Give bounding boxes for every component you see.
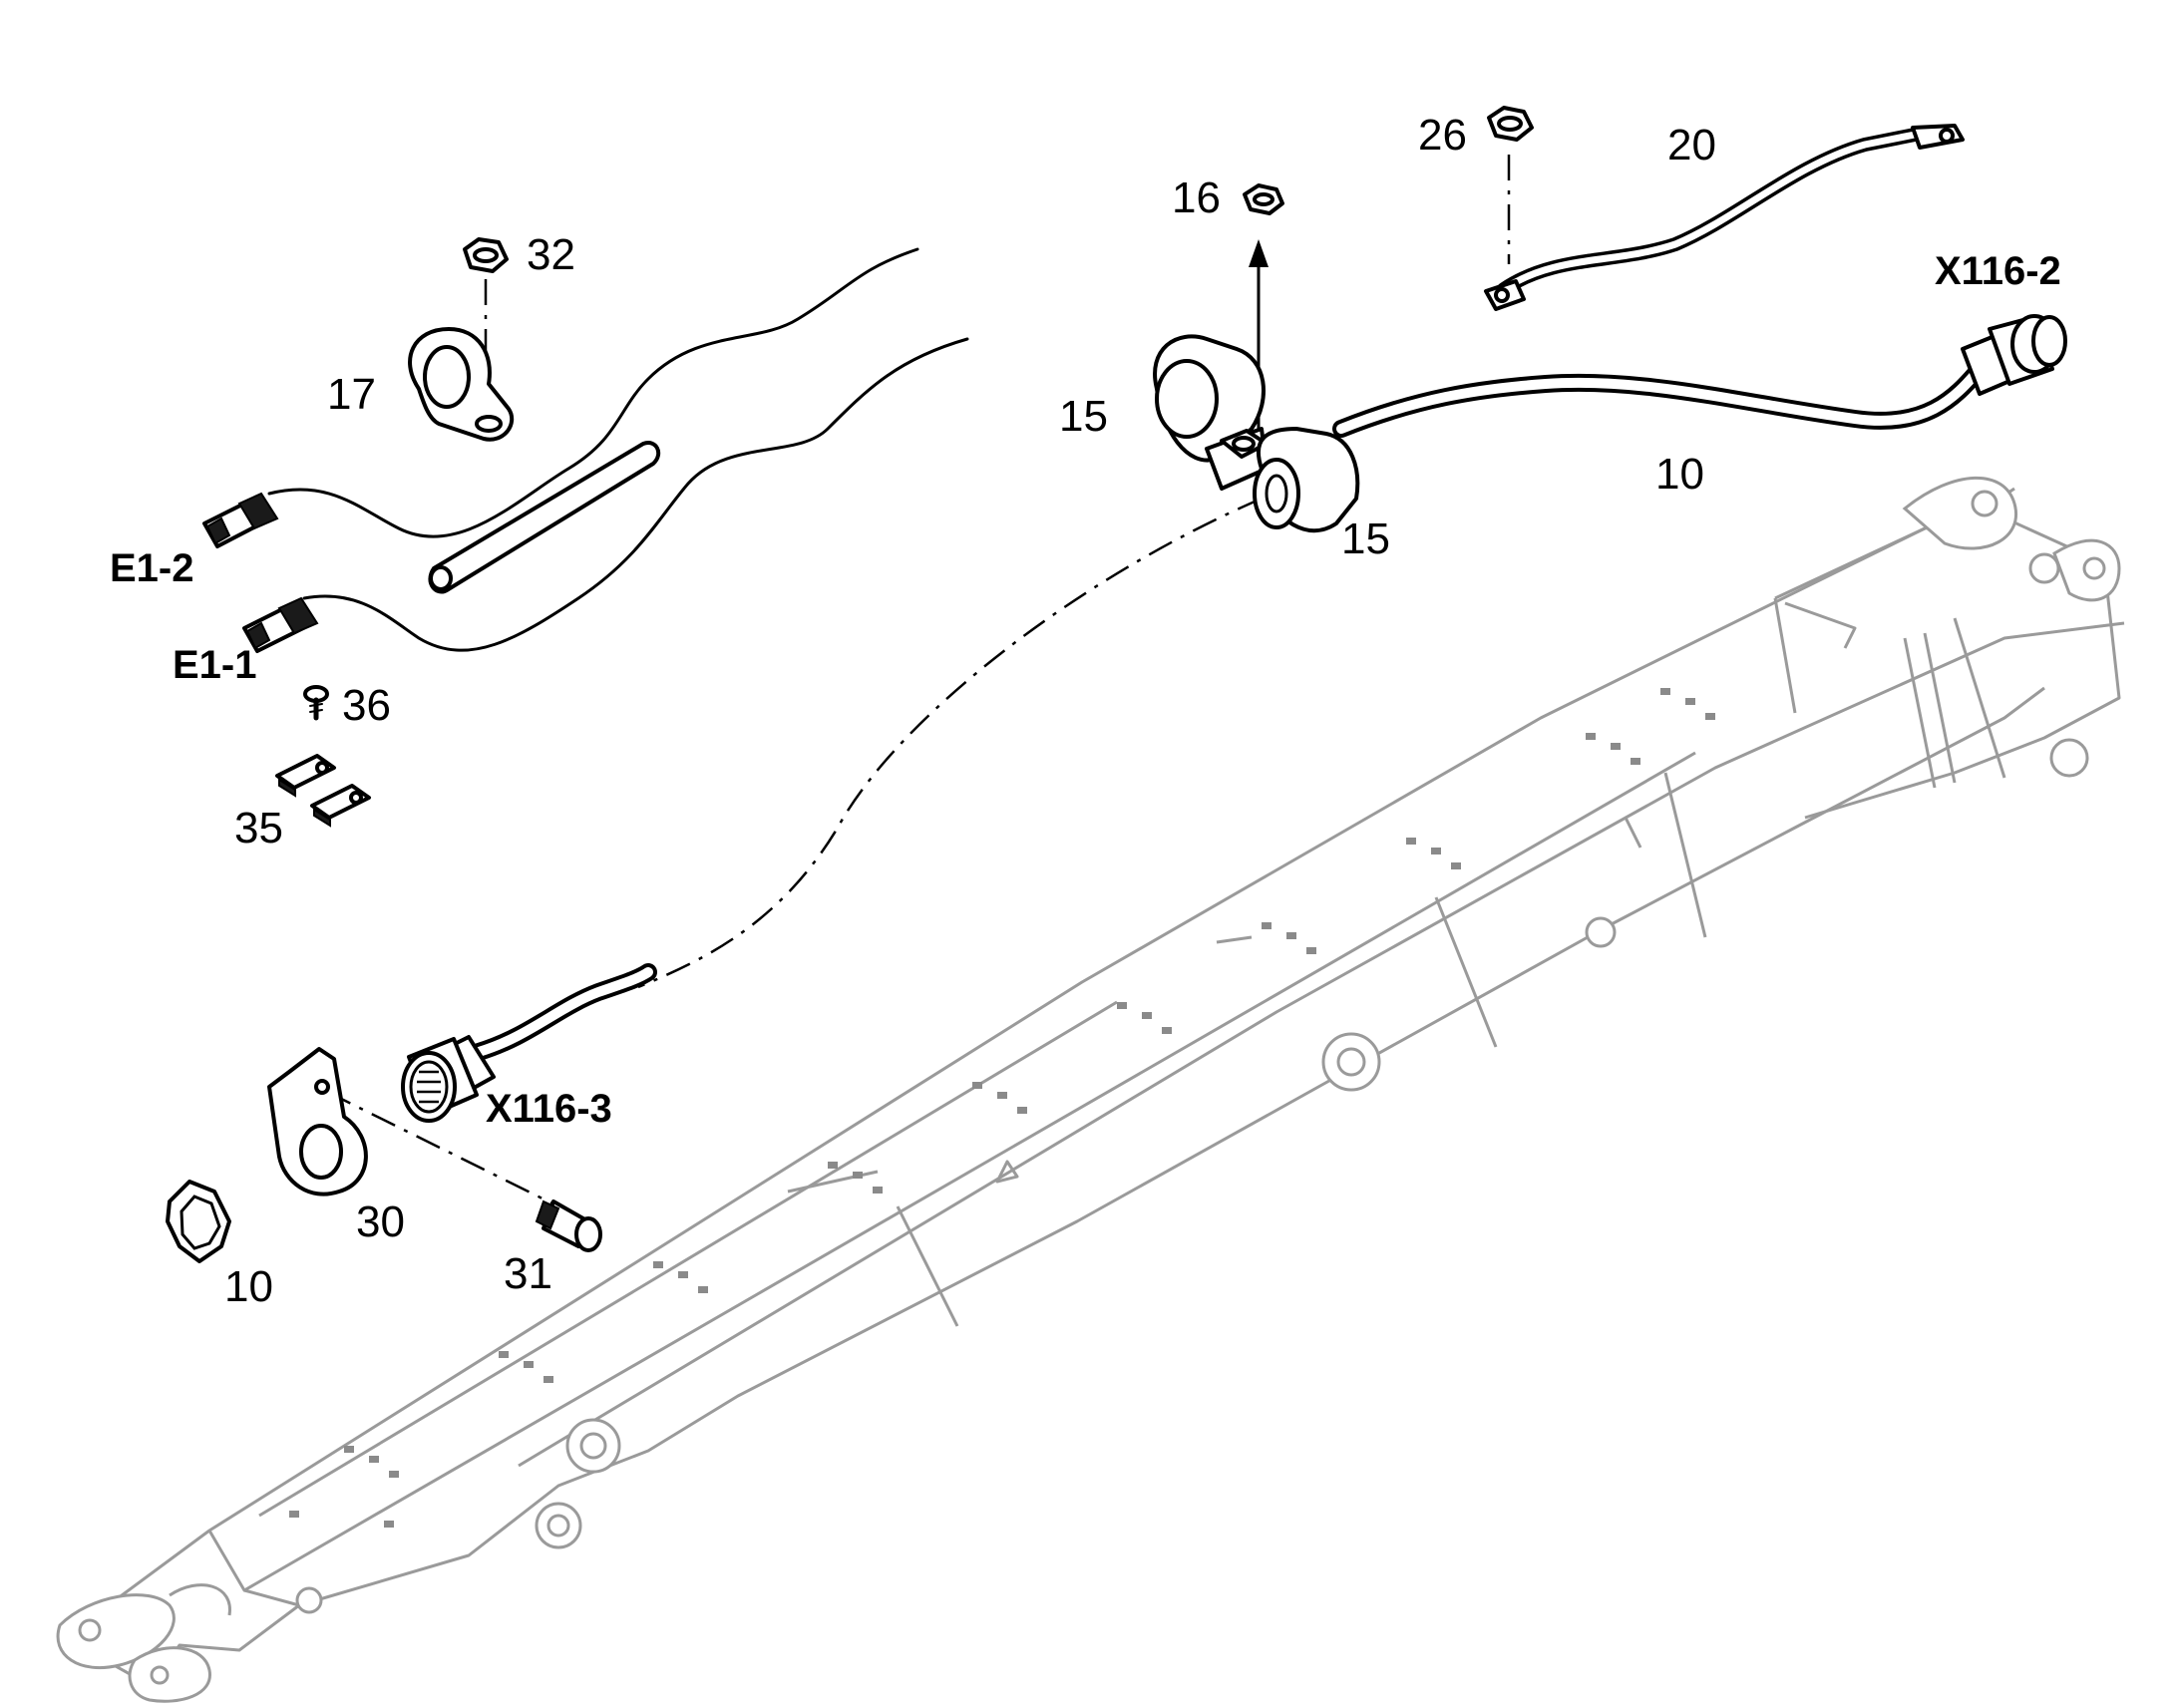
label-p20: 20 — [1667, 121, 1716, 170]
bracket-35-icon — [275, 754, 371, 828]
label-p32: 32 — [527, 230, 575, 279]
connector-e1-1-icon — [242, 596, 319, 653]
label-x116-2: X116-2 — [1935, 249, 2061, 293]
leader-cable-route — [637, 497, 1263, 989]
boom-bolts — [289, 688, 1715, 1528]
ground-strap-20 — [1484, 124, 1965, 311]
leader-bolt-31 — [326, 1090, 559, 1208]
label-p36: 36 — [342, 681, 391, 730]
label-x116-3: X116-3 — [486, 1087, 612, 1131]
hex-nut-16-icon — [1243, 183, 1284, 215]
wire-harness-e1 — [202, 247, 969, 653]
mounting-bracket-30-icon — [267, 1047, 368, 1196]
screw-36-icon — [303, 685, 329, 721]
hex-nut-32-icon — [463, 237, 509, 273]
connector-e1-2-icon — [202, 492, 279, 548]
callout-labels: 26 20 16 X116-2 32 17 15 10 15 E1-2 E1-1… — [110, 111, 2061, 1311]
hex-nut-26-icon — [1487, 106, 1534, 142]
connector-x116-3 — [401, 963, 657, 1123]
label-e1-2: E1-2 — [110, 546, 194, 590]
label-p10-nut: 10 — [224, 1262, 273, 1311]
connector-x116-2-icon — [1961, 314, 2067, 396]
label-p15-upper: 15 — [1059, 392, 1108, 441]
cable-10-with-clamps — [1153, 314, 2067, 533]
arrow-head-16-icon — [1249, 239, 1269, 267]
label-p31: 31 — [504, 1249, 552, 1298]
cable-clamp-17-icon — [408, 327, 515, 442]
parts — [166, 106, 2067, 1263]
grommet-clamp-15-lower-icon — [1253, 427, 1360, 533]
label-e1-1: E1-1 — [173, 643, 257, 687]
label-p35: 35 — [234, 804, 283, 853]
bolt-31-icon — [535, 1199, 602, 1252]
label-p26: 26 — [1418, 111, 1467, 160]
protective-sleeve — [428, 441, 661, 594]
boom-arm — [56, 476, 2125, 1703]
label-p16: 16 — [1172, 173, 1221, 222]
label-p10-cable: 10 — [1655, 450, 1704, 499]
label-p15-lower: 15 — [1341, 514, 1390, 563]
lock-nut-10-icon — [166, 1180, 231, 1263]
grommet-clamp-15-upper-icon — [1153, 334, 1269, 491]
label-p30: 30 — [356, 1197, 405, 1246]
label-p17: 17 — [327, 370, 376, 419]
